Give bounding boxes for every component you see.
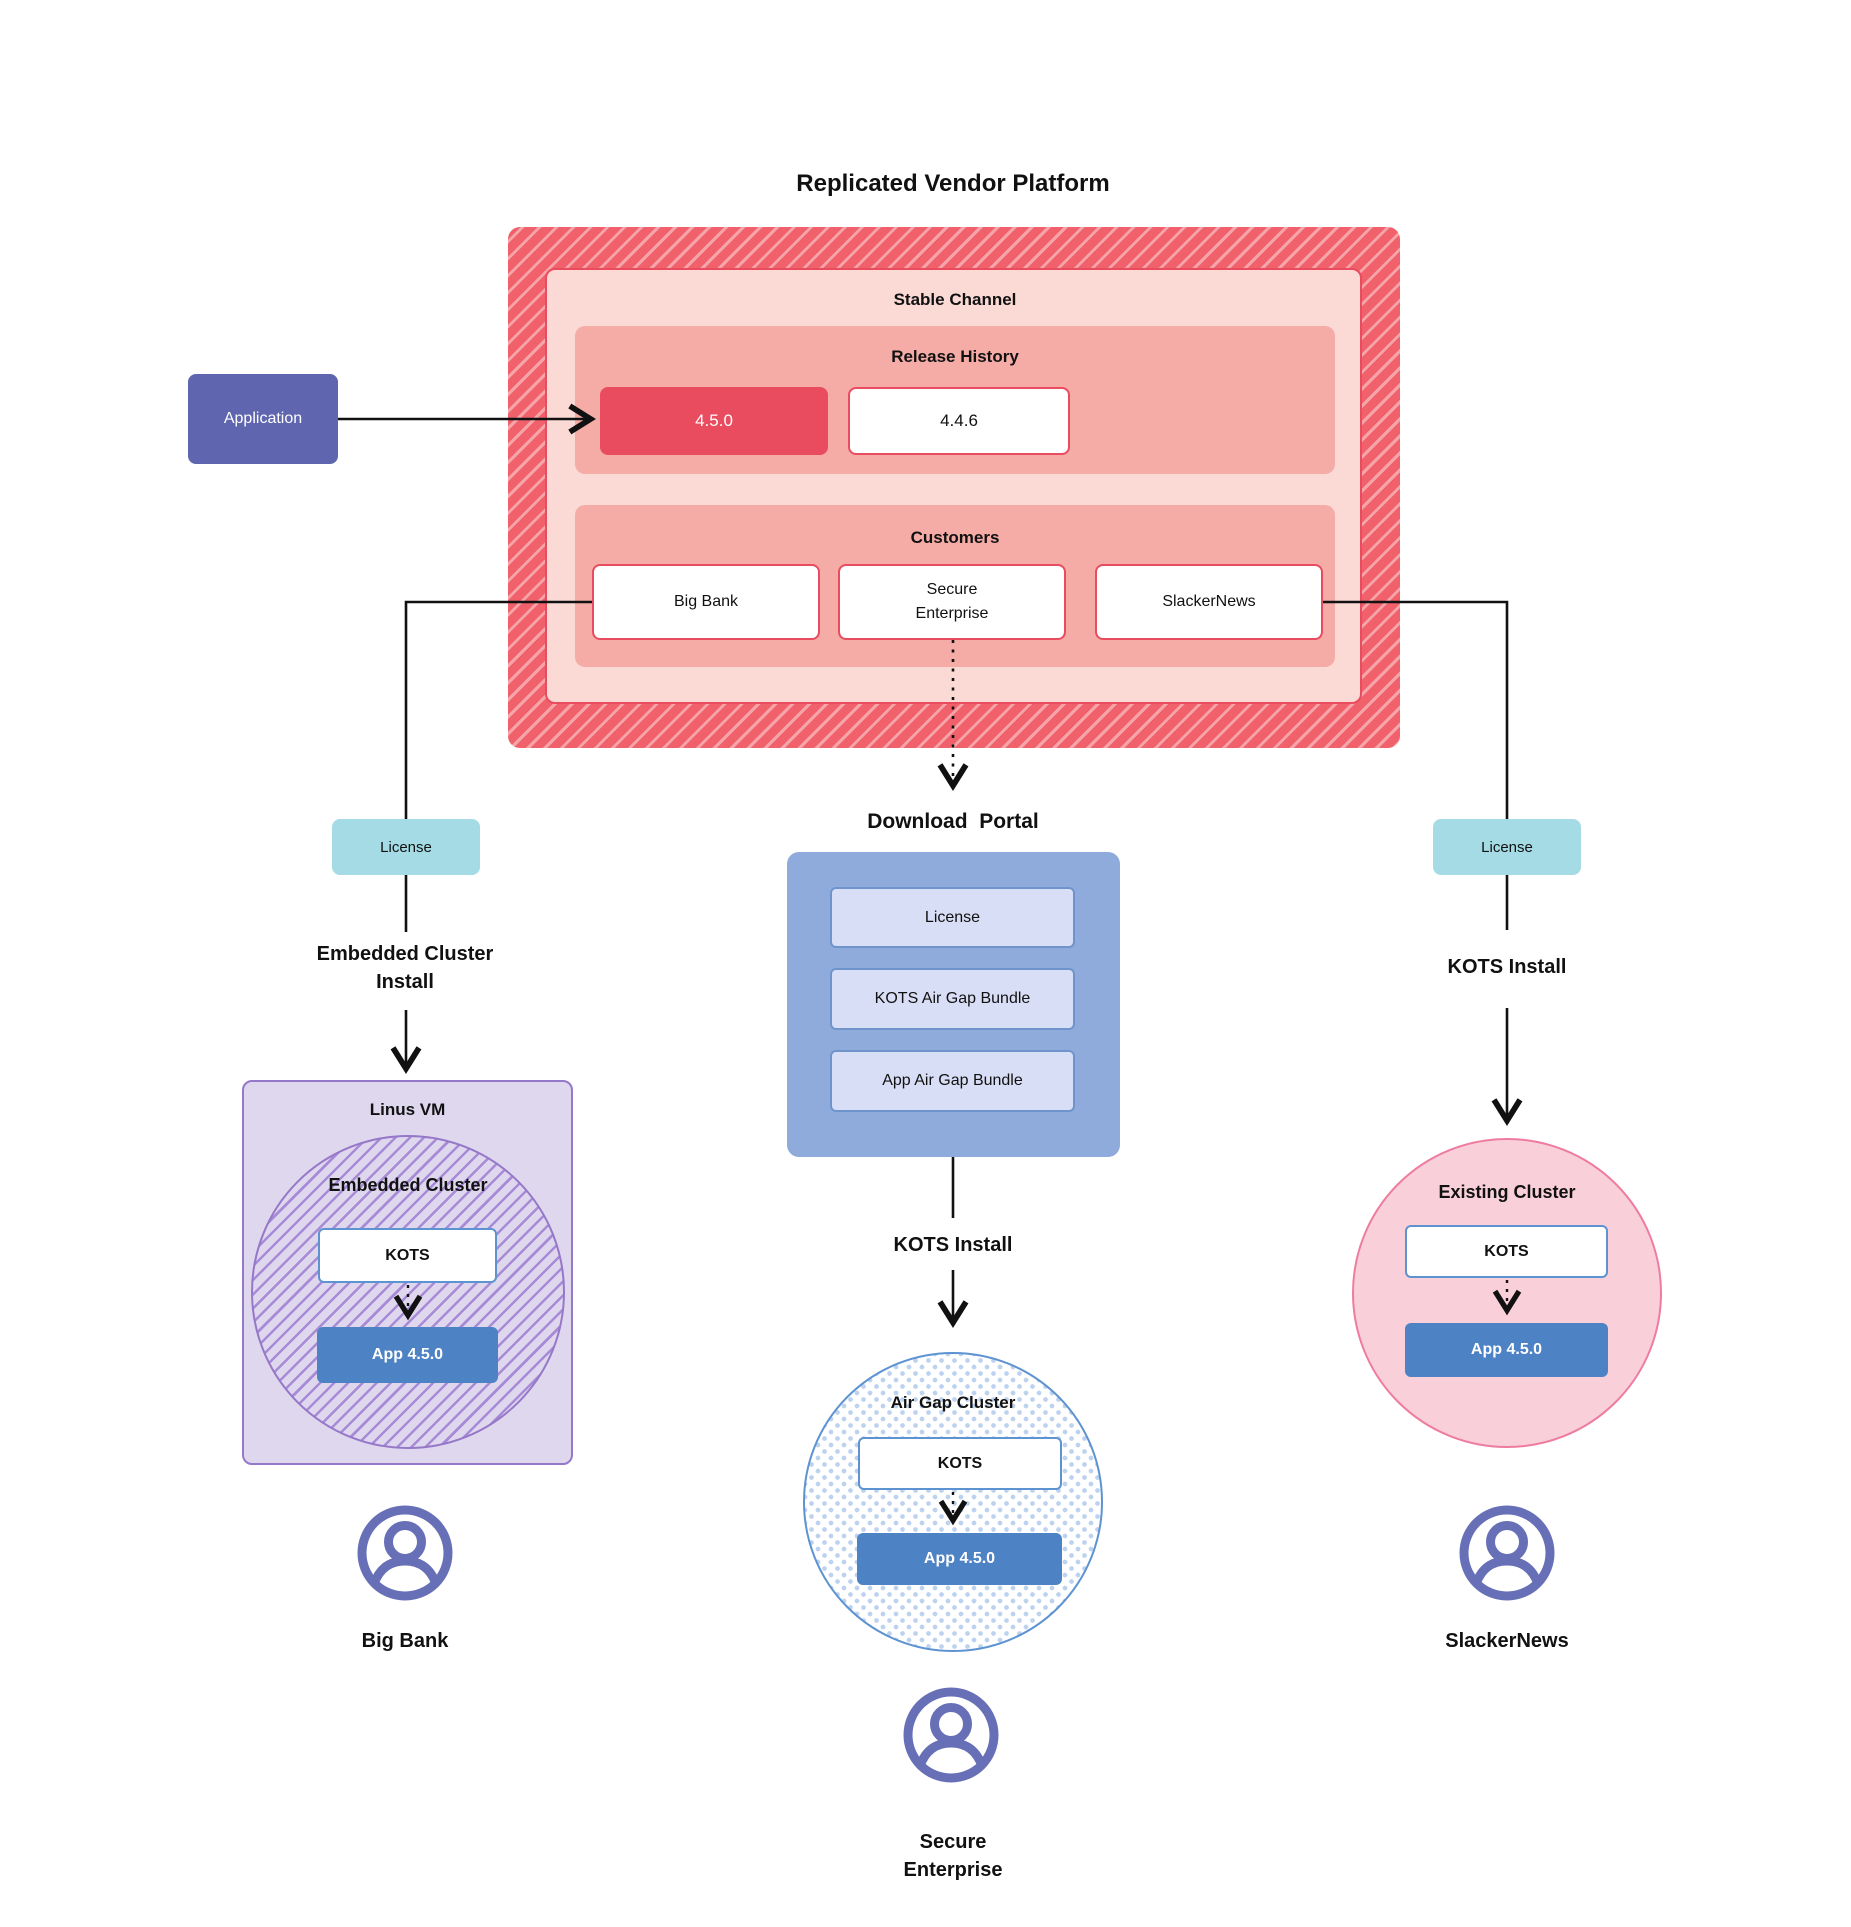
download-portal-label: Download Portal — [867, 810, 1039, 833]
customer-label: Secure Enterprise — [915, 581, 989, 622]
release-version-active: 4.5.0 — [600, 387, 828, 455]
release-history-label: Release History — [891, 347, 1019, 366]
user-icon — [1459, 1505, 1555, 1601]
existing-cluster-label: Existing Cluster — [1438, 1181, 1576, 1202]
app-version-box-left: App 4.5.0 — [317, 1327, 498, 1383]
page-title: Replicated Vendor Platform — [796, 170, 1110, 197]
user-label-secure-enterprise: Secure Enterprise — [903, 1831, 1003, 1881]
user-label-slackernews: SlackerNews — [1445, 1630, 1569, 1652]
user-label-big-bank: Big Bank — [361, 1630, 449, 1652]
user-node-secure-enterprise — [899, 1683, 1003, 1787]
linus-vm-label: Linus VM — [369, 1100, 446, 1119]
customer-box-slackernews: SlackerNews — [1095, 564, 1323, 640]
air-gap-cluster-circle — [803, 1352, 1103, 1652]
app-version-box-middle: App 4.5.0 — [857, 1533, 1062, 1585]
license-chip-left: License — [332, 819, 480, 875]
customer-label: Big Bank — [673, 593, 739, 610]
app-version-box-right: App 4.5.0 — [1405, 1323, 1608, 1377]
portal-item-license: License — [830, 887, 1075, 948]
kots-box-middle: KOTS — [858, 1437, 1062, 1490]
kots-install-label-middle: KOTS Install — [893, 1234, 1013, 1256]
air-gap-cluster-label: Air Gap Cluster — [890, 1393, 1016, 1412]
user-icon — [903, 1687, 999, 1783]
customers-label: Customers — [910, 528, 1000, 547]
release-version: 4.4.6 — [848, 387, 1070, 455]
license-chip-right: License — [1433, 819, 1581, 875]
portal-item-app-bundle: App Air Gap Bundle — [830, 1050, 1075, 1112]
customer-label: SlackerNews — [1162, 593, 1256, 610]
customer-box-secure-enterprise: Secure Enterprise — [838, 564, 1066, 640]
user-node-big-bank — [353, 1501, 457, 1605]
embedded-cluster-label: Embedded Cluster — [328, 1174, 488, 1195]
embedded-cluster-install-label: Embedded Cluster Install — [316, 943, 494, 993]
user-node-slackernews — [1455, 1501, 1559, 1605]
stable-channel-label: Stable Channel — [893, 290, 1017, 309]
customer-box-big-bank: Big Bank — [592, 564, 820, 640]
application-box: Application — [188, 374, 338, 464]
kots-box-right: KOTS — [1405, 1225, 1608, 1278]
kots-box-left: KOTS — [318, 1228, 497, 1283]
kots-install-label-right: KOTS Install — [1447, 956, 1567, 978]
user-icon — [357, 1505, 453, 1601]
portal-item-kots-bundle: KOTS Air Gap Bundle — [830, 968, 1075, 1030]
